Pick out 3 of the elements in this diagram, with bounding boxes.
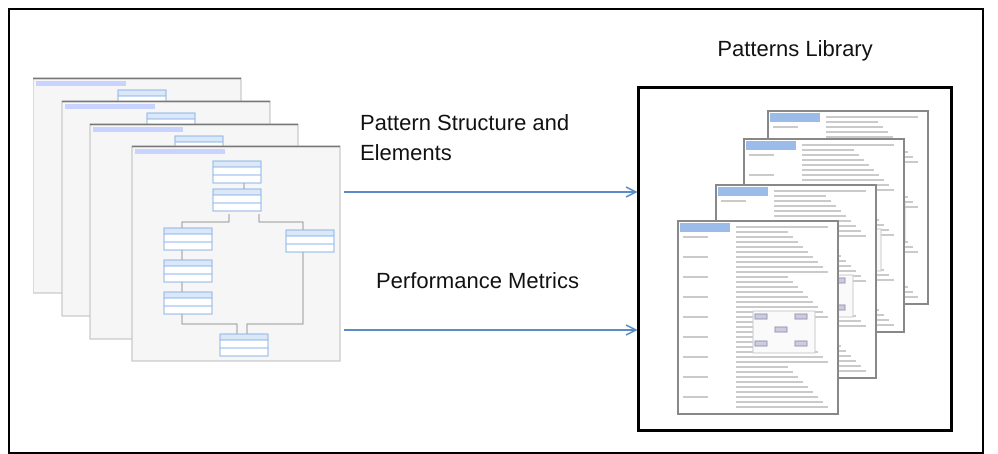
arrow bbox=[344, 186, 637, 198]
arrow bbox=[344, 324, 637, 336]
library-title: Patterns Library bbox=[716, 36, 874, 62]
